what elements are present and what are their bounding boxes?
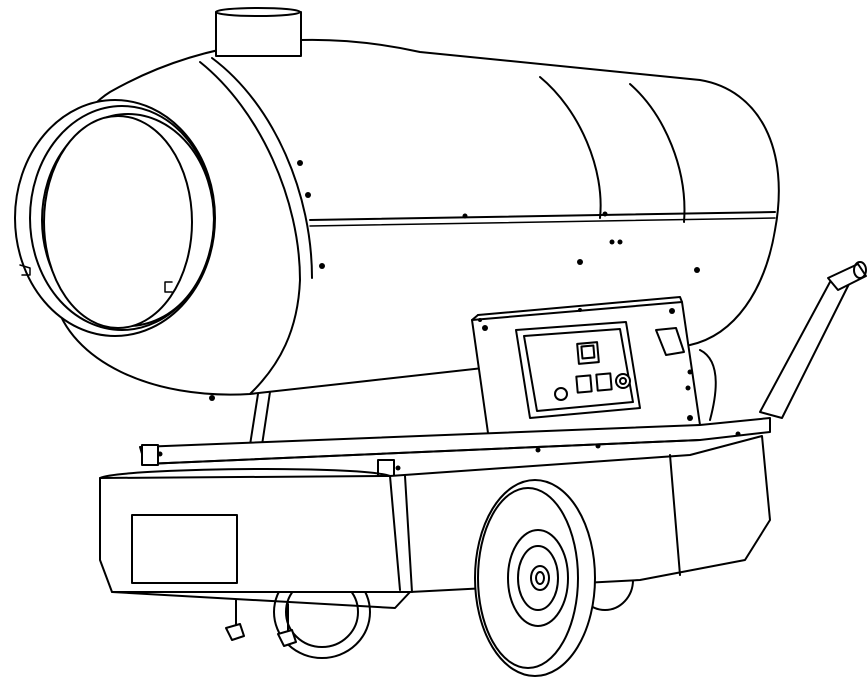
heater-cylinder [47,7,780,401]
control-panel [515,321,641,419]
reset-knob [615,373,631,389]
indicator-light [554,387,568,401]
power-connector [655,327,685,356]
support-leg [249,391,271,446]
drain-plug [225,623,245,641]
fuel-tank [99,435,771,647]
control-housing [471,296,717,448]
air-intake-ring [14,99,216,337]
front-wheel [474,479,596,677]
switch-button [595,372,613,392]
switch-button [575,374,593,394]
tank-label-plate [131,514,238,584]
exhaust-stack [215,11,302,57]
drain-plug [277,629,297,647]
tow-handle [759,261,867,419]
wheel-hub [530,565,550,591]
chassis-frame [139,417,771,481]
